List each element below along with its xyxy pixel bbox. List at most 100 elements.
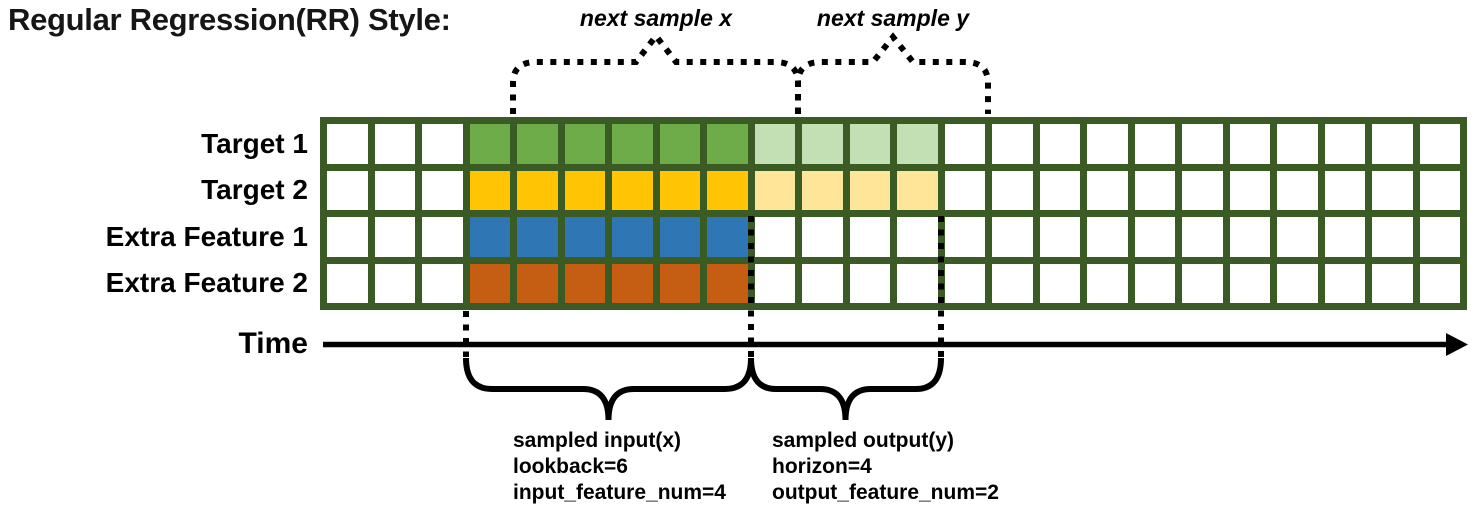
row-label-target-2: Target 2 xyxy=(201,174,308,206)
grid-cell xyxy=(1134,124,1175,164)
grid-cell xyxy=(1277,124,1318,164)
grid-cell xyxy=(517,124,558,164)
grid-cell xyxy=(1087,124,1128,164)
grid-cell xyxy=(849,263,890,303)
sample-grid xyxy=(320,117,1467,310)
grid-cell xyxy=(659,263,700,303)
grid-cell xyxy=(992,124,1033,164)
grid-cell xyxy=(1039,124,1080,164)
grid-cell xyxy=(422,170,463,210)
grid-cell xyxy=(897,263,938,303)
grid-cell xyxy=(1182,217,1223,257)
grid-cell xyxy=(1372,263,1413,303)
grid-cell xyxy=(944,217,985,257)
next-sample-x-label: next sample x xyxy=(579,5,733,31)
row-label-extra-feature-2: Extra Feature 2 xyxy=(105,267,308,299)
grid-cell xyxy=(992,263,1033,303)
grid-cell xyxy=(1324,124,1365,164)
grid-cell xyxy=(327,217,368,257)
grid-cell xyxy=(1372,170,1413,210)
output-feature-num: output_feature_num=2 xyxy=(772,481,999,504)
grid-cell xyxy=(707,263,748,303)
grid-cell xyxy=(1229,124,1270,164)
grid-cell xyxy=(469,170,510,210)
grid-cell xyxy=(849,170,890,210)
grid-cell xyxy=(1182,263,1223,303)
grid-cell xyxy=(659,170,700,210)
grid-cell xyxy=(707,124,748,164)
lookback-value: lookback=6 xyxy=(513,455,628,478)
grid-cell xyxy=(612,170,653,210)
grid-cell xyxy=(422,263,463,303)
time-axis-arrowhead xyxy=(1446,333,1468,356)
grid-cell xyxy=(944,170,985,210)
grid-cell xyxy=(1039,217,1080,257)
grid-cell xyxy=(374,263,415,303)
grid-cell xyxy=(469,217,510,257)
next-sample-y-brace xyxy=(795,32,991,114)
grid-cell xyxy=(802,170,843,210)
grid-cell xyxy=(754,217,795,257)
grid-cell xyxy=(469,124,510,164)
grid-cell xyxy=(992,217,1033,257)
grid-cell xyxy=(897,217,938,257)
grid-cell xyxy=(564,217,605,257)
grid-cell xyxy=(944,124,985,164)
sampled-output-caption: sampled output(y) horizon=4 output_featu… xyxy=(772,428,999,506)
grid-cell xyxy=(1229,217,1270,257)
input-feature-num: input_feature_num=4 xyxy=(513,481,726,504)
grid-cell xyxy=(422,124,463,164)
sampled-input-underbrace xyxy=(463,357,754,421)
grid-cell xyxy=(802,263,843,303)
grid-cell xyxy=(1419,124,1460,164)
grid-cell xyxy=(754,170,795,210)
grid-cell xyxy=(327,124,368,164)
grid-cell xyxy=(1419,217,1460,257)
grid-cell xyxy=(1229,263,1270,303)
grid-cell xyxy=(1087,217,1128,257)
grid-cell xyxy=(374,170,415,210)
grid-cell xyxy=(612,263,653,303)
sampled-input-title: sampled input(x) xyxy=(513,429,682,452)
grid-cell xyxy=(1324,217,1365,257)
grid-cell xyxy=(1372,124,1413,164)
row-label-target-1: Target 1 xyxy=(201,127,308,159)
grid-cell xyxy=(1277,170,1318,210)
grid-cell xyxy=(564,124,605,164)
grid-cell xyxy=(849,124,890,164)
diagram-title: Regular Regression(RR) Style: xyxy=(8,2,451,37)
sampled-output-underbrace xyxy=(748,357,944,421)
grid-cell xyxy=(849,217,890,257)
grid-cell xyxy=(944,263,985,303)
grid-cell xyxy=(1039,170,1080,210)
grid-cell xyxy=(612,217,653,257)
next-sample-x-brace xyxy=(510,31,801,114)
grid-cell xyxy=(1087,263,1128,303)
grid-cell xyxy=(802,124,843,164)
grid-cell xyxy=(374,124,415,164)
grid-cell xyxy=(802,217,843,257)
grid-cell xyxy=(707,170,748,210)
grid-cell xyxy=(897,170,938,210)
grid-cell xyxy=(897,124,938,164)
grid-cell xyxy=(612,124,653,164)
grid-cell xyxy=(754,263,795,303)
grid-cell xyxy=(327,263,368,303)
row-label-extra-feature-1: Extra Feature 1 xyxy=(105,220,308,252)
next-sample-y-label: next sample y xyxy=(816,5,970,31)
grid-cell xyxy=(707,217,748,257)
grid-cell xyxy=(422,217,463,257)
horizon-value: horizon=4 xyxy=(772,455,872,478)
grid-cell xyxy=(1087,170,1128,210)
grid-cell xyxy=(754,124,795,164)
grid-cell xyxy=(469,263,510,303)
grid-cell xyxy=(1277,263,1318,303)
grid-cell xyxy=(659,217,700,257)
grid-cell xyxy=(1182,124,1223,164)
grid-cell xyxy=(564,263,605,303)
grid-cell xyxy=(517,170,558,210)
grid-cell xyxy=(1419,263,1460,303)
time-axis-label: Time xyxy=(238,327,308,360)
grid-cell xyxy=(659,124,700,164)
grid-cell xyxy=(1039,263,1080,303)
